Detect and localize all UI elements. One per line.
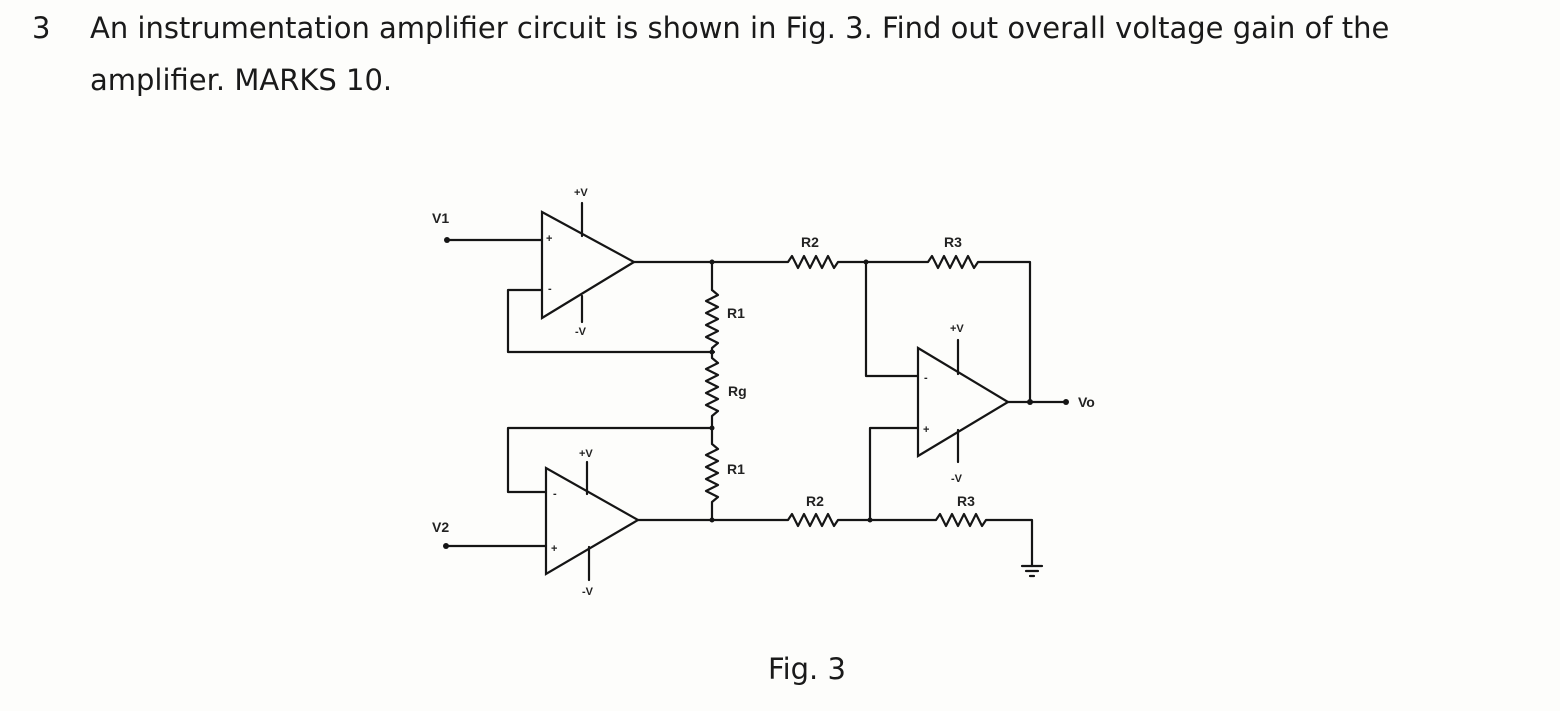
opamp-2-noninverting-pin-label: + (551, 543, 557, 555)
v1-label: V1 (432, 210, 449, 226)
r2-top-resistor (710, 254, 868, 270)
opamp-2-supply-neg-label: -V (582, 586, 594, 598)
question-number: 3 (32, 11, 51, 45)
rg-label: Rg (728, 383, 747, 399)
opamp-3 (916, 346, 1011, 458)
opamp-1-inverting-pin-label: - (548, 283, 552, 295)
r3-bottom-label: R3 (957, 493, 975, 509)
v2-label: V2 (432, 519, 449, 535)
opamp-2-feedback-wire (506, 426, 714, 494)
vo-label: Vo (1078, 394, 1095, 410)
r3-bottom-resistor (868, 512, 1034, 568)
opamp-2 (544, 466, 641, 576)
r2-bottom-resistor (710, 512, 872, 528)
r3-top-label: R3 (944, 234, 962, 250)
opamp-3-noninverting-pin-label: + (923, 424, 929, 436)
opamp-1 (540, 210, 637, 320)
question-text-line-1: An instrumentation amplifier circuit is … (90, 11, 1390, 45)
r1-bottom-label: R1 (727, 461, 745, 477)
opamp-3-inverting-pin-label: - (924, 372, 928, 384)
ground-icon (1020, 564, 1044, 578)
opamp-3-inverting-input-wire (864, 260, 920, 378)
opamp-3-supply-pos-label: +V (950, 323, 964, 335)
output-node (1027, 399, 1033, 405)
opamp-1-feedback-wire (506, 288, 716, 354)
rg-resistor (704, 350, 720, 430)
r3-top-resistor (864, 254, 1032, 404)
r1-top-label: R1 (727, 305, 745, 321)
opamp-1-supply-pos-label: +V (574, 187, 588, 199)
question-text-line-2: amplifier. MARKS 10. (90, 63, 393, 97)
opamp-1-output-wire (632, 260, 714, 292)
opamp-3-noninverting-input-wire (868, 426, 920, 522)
opamp-1-noninverting-pin-label: + (546, 233, 552, 245)
r1-top-resistor (704, 288, 720, 354)
opamp-2-inverting-pin-label: - (553, 488, 557, 500)
r2-bottom-label: R2 (806, 493, 824, 509)
r2-top-label: R2 (801, 234, 819, 250)
vo-terminal (1063, 399, 1069, 405)
r1-bottom-resistor (704, 426, 720, 520)
opamp-2-supply-pos-label: +V (579, 448, 593, 460)
opamp-3-supply-neg-label: -V (951, 473, 963, 485)
figure-caption: Fig. 3 (768, 652, 846, 686)
opamp-1-supply-neg-label: -V (575, 326, 587, 338)
